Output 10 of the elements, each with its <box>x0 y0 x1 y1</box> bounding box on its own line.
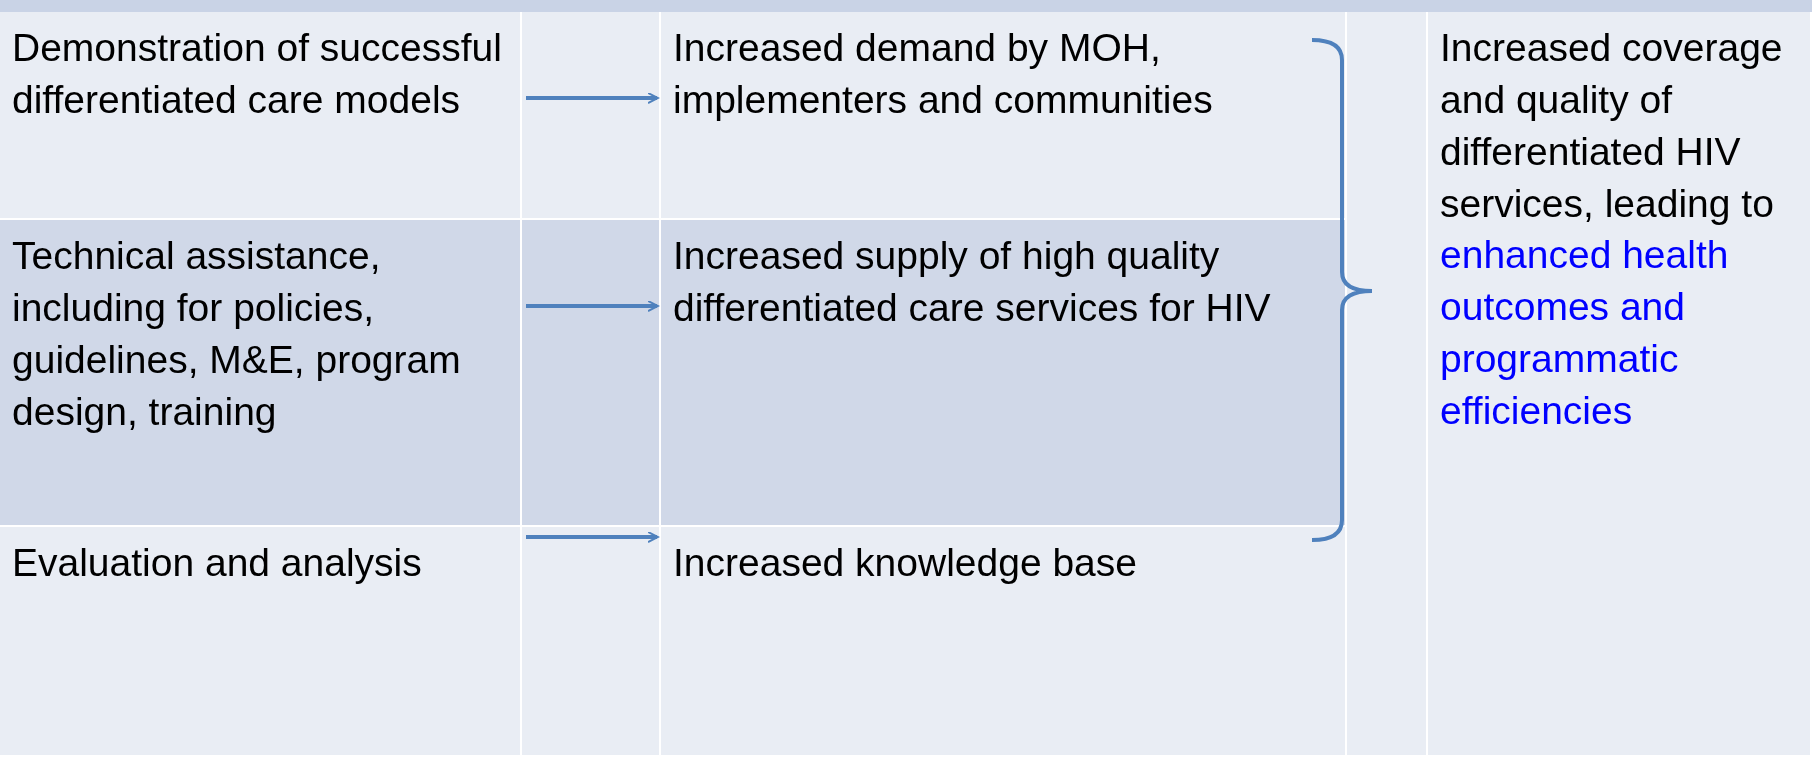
cell-text: Increased demand by MOH, implementers and communities <box>673 25 1214 123</box>
cell-text: Demonstration of successful differentiated care models <box>12 25 503 123</box>
cell-text: Technical assistance, including for policies, guidelines, M&E, program design, training <box>12 233 462 435</box>
cell-text: Evaluation and analysis <box>12 540 423 586</box>
cell-text: Increased knowledge base <box>673 540 1138 586</box>
arrow <box>526 92 659 104</box>
cell-text: Increased supply of high quality differentiated care services for HIV <box>673 233 1272 331</box>
arrow <box>526 300 659 312</box>
outcome-text: Increased coverage and quality of differentiated HIV services, leading to enhanced health outcomes and programmatic efficiencies <box>1440 25 1784 434</box>
arrow <box>526 531 659 543</box>
